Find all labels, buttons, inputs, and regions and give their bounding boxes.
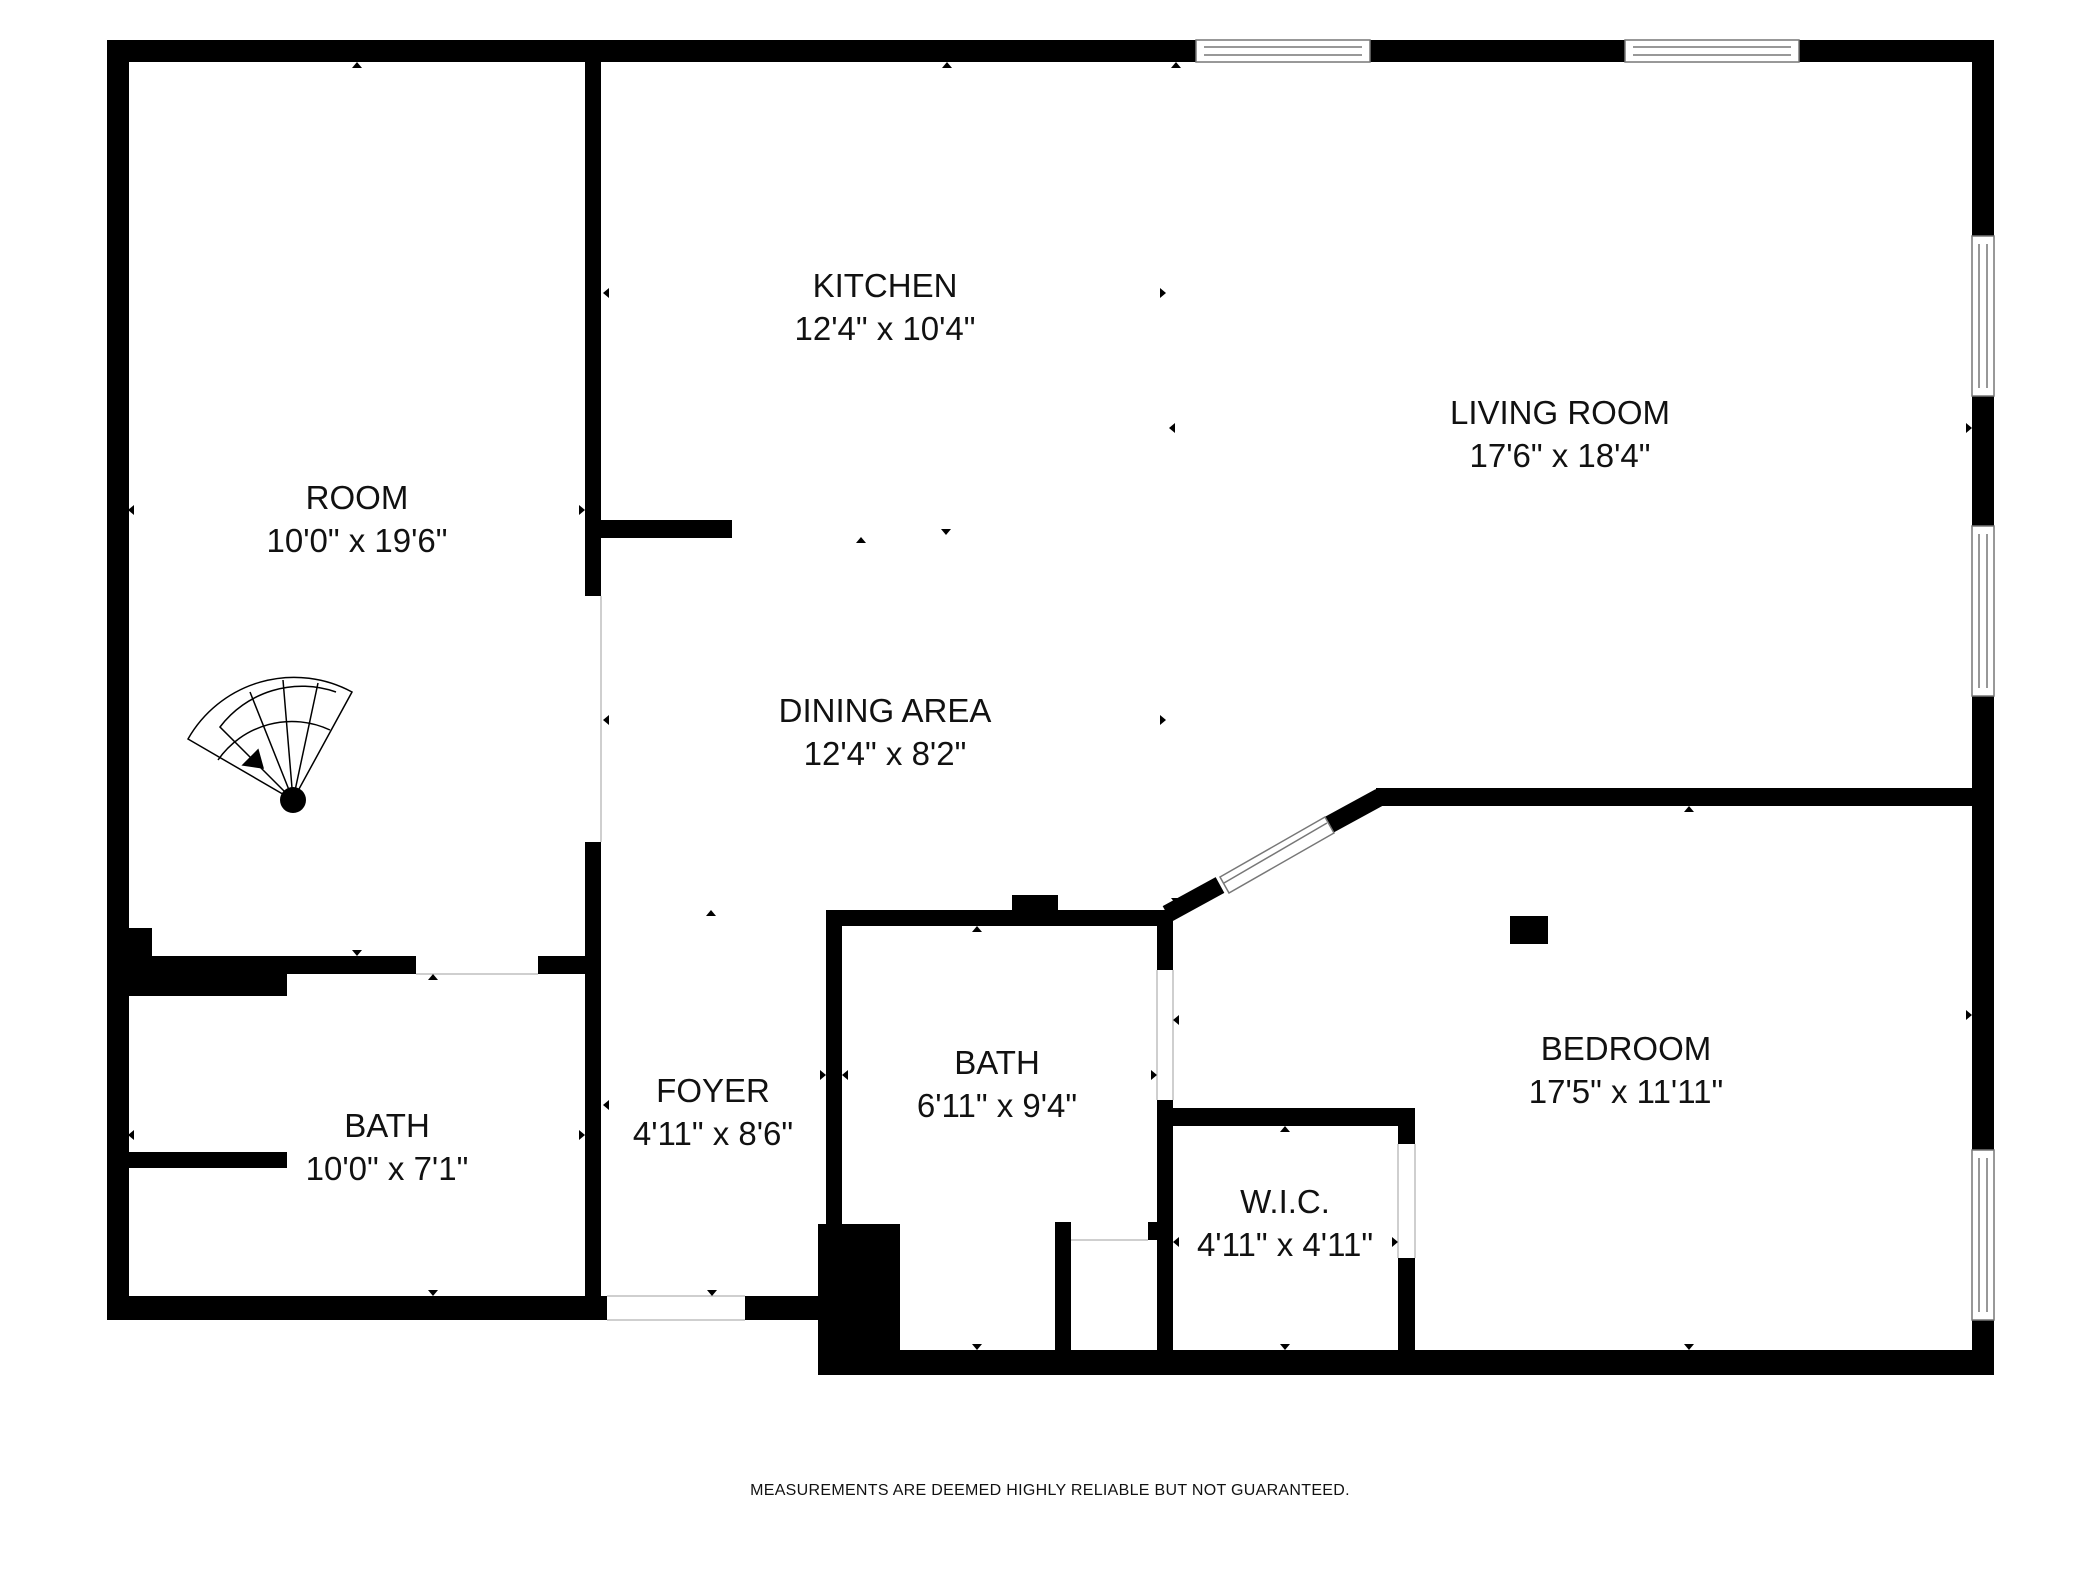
walls bbox=[107, 40, 1994, 1375]
triangle-marker-icon bbox=[1684, 806, 1694, 812]
room-living-room: LIVING ROOM 17'6" x 18'4" bbox=[1450, 394, 1670, 474]
window-icon bbox=[1971, 235, 1995, 397]
triangle-marker-icon bbox=[603, 715, 609, 725]
room-dimensions: 17'6" x 18'4" bbox=[1470, 437, 1651, 474]
triangle-marker-icon bbox=[942, 62, 952, 68]
dimension-markers bbox=[128, 62, 1972, 1350]
room-bedroom: BEDROOM 17'5" x 11'11" bbox=[1529, 1030, 1723, 1110]
triangle-marker-icon bbox=[1280, 1126, 1290, 1132]
triangle-marker-icon bbox=[603, 1100, 609, 1110]
triangle-marker-icon bbox=[842, 1070, 848, 1080]
triangle-marker-icon bbox=[428, 974, 438, 980]
window-icon bbox=[1218, 815, 1336, 895]
room-foyer: FOYER 4'11" x 8'6" bbox=[633, 1072, 793, 1152]
window-icon bbox=[1195, 39, 1371, 63]
room-dimensions: 17'5" x 11'11" bbox=[1529, 1073, 1723, 1110]
triangle-marker-icon bbox=[1151, 1070, 1157, 1080]
triangle-marker-icon bbox=[1966, 1010, 1972, 1020]
triangle-marker-icon bbox=[972, 1344, 982, 1350]
triangle-marker-icon bbox=[128, 1130, 134, 1140]
triangle-marker-icon bbox=[128, 505, 134, 515]
room-kitchen: KITCHEN 12'4" x 10'4" bbox=[795, 267, 976, 347]
triangle-marker-icon bbox=[972, 926, 982, 932]
room-bath-left: BATH 10'0" x 7'1" bbox=[306, 1107, 469, 1187]
room-dimensions: 12'4" x 8'2" bbox=[804, 735, 967, 772]
triangle-marker-icon bbox=[1392, 1237, 1398, 1247]
triangle-marker-icon bbox=[856, 537, 866, 543]
room-dimensions: 10'0" x 19'6" bbox=[267, 522, 448, 559]
triangle-marker-icon bbox=[941, 529, 951, 535]
triangle-marker-icon bbox=[1173, 1015, 1179, 1025]
room-bath-center: BATH 6'11" x 9'4" bbox=[917, 1044, 1077, 1124]
triangle-marker-icon bbox=[706, 910, 716, 916]
triangle-marker-icon bbox=[1966, 423, 1972, 433]
room-name: BATH bbox=[954, 1044, 1040, 1081]
triangle-marker-icon bbox=[352, 950, 362, 956]
triangle-marker-icon bbox=[1171, 898, 1181, 904]
spiral-staircase-icon bbox=[186, 676, 354, 813]
room-name: ROOM bbox=[306, 479, 409, 516]
room-dimensions: 4'11" x 4'11" bbox=[1197, 1226, 1373, 1263]
openings bbox=[416, 596, 1416, 1321]
room-name: LIVING ROOM bbox=[1450, 394, 1670, 431]
room-dimensions: 4'11" x 8'6" bbox=[633, 1115, 793, 1152]
disclaimer-text: MEASUREMENTS ARE DEEMED HIGHLY RELIABLE … bbox=[750, 1482, 1350, 1499]
triangle-marker-icon bbox=[707, 1290, 717, 1296]
room-dining-area: DINING AREA 12'4" x 8'2" bbox=[779, 692, 992, 772]
room-name: W.I.C. bbox=[1240, 1183, 1330, 1220]
room-dimensions: 6'11" x 9'4" bbox=[917, 1087, 1077, 1124]
triangle-marker-icon bbox=[579, 1130, 585, 1140]
room-room: ROOM 10'0" x 19'6" bbox=[267, 479, 448, 559]
triangle-marker-icon bbox=[1160, 715, 1166, 725]
triangle-marker-icon bbox=[603, 288, 609, 298]
triangle-marker-icon bbox=[1169, 423, 1175, 433]
diagonal-walls bbox=[1162, 789, 1385, 922]
triangle-marker-icon bbox=[1171, 62, 1181, 68]
window-icon bbox=[1624, 39, 1800, 63]
room-dimensions: 10'0" x 7'1" bbox=[306, 1150, 469, 1187]
windows bbox=[1195, 39, 1995, 1321]
room-name: KITCHEN bbox=[813, 267, 958, 304]
triangle-marker-icon bbox=[820, 1070, 826, 1080]
triangle-marker-icon bbox=[1173, 1237, 1179, 1247]
room-name: FOYER bbox=[656, 1072, 770, 1109]
room-labels: KITCHEN 12'4" x 10'4" LIVING ROOM 17'6" … bbox=[267, 267, 1724, 1263]
triangle-marker-icon bbox=[352, 62, 362, 68]
triangle-marker-icon bbox=[1160, 288, 1166, 298]
room-wic: W.I.C. 4'11" x 4'11" bbox=[1197, 1183, 1373, 1263]
triangle-marker-icon bbox=[1280, 1344, 1290, 1350]
room-dimensions: 12'4" x 10'4" bbox=[795, 310, 976, 347]
triangle-marker-icon bbox=[1684, 1344, 1694, 1350]
window-icon bbox=[1971, 525, 1995, 697]
room-name: BEDROOM bbox=[1541, 1030, 1712, 1067]
triangle-marker-icon bbox=[428, 1290, 438, 1296]
window-icon bbox=[1971, 1149, 1995, 1321]
room-name: BATH bbox=[344, 1107, 430, 1144]
triangle-marker-icon bbox=[579, 505, 585, 515]
room-name: DINING AREA bbox=[779, 692, 992, 729]
